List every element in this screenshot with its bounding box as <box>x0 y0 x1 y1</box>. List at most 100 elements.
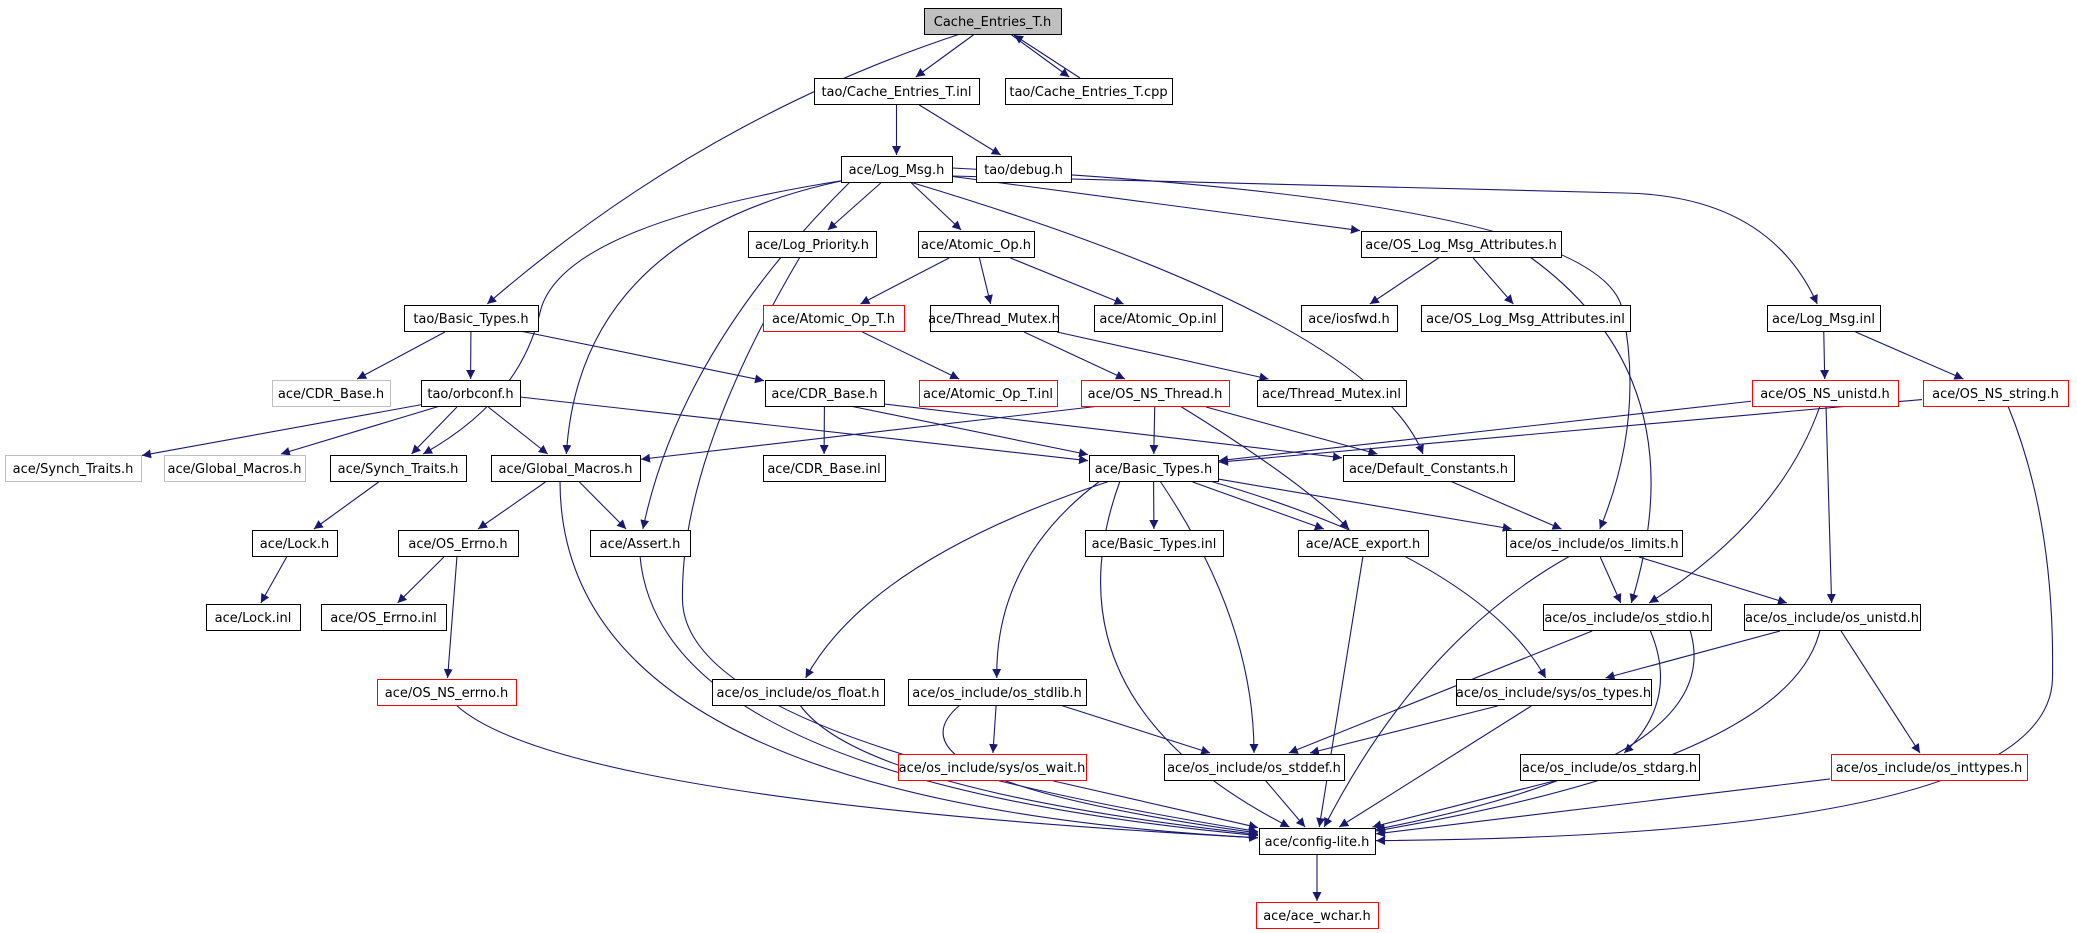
edge-ace_cdr_base_h-to-default_constants_h <box>883 403 1343 462</box>
node-label: ace/os_include/os_float.h <box>716 686 879 701</box>
node-log-msg-inl[interactable]: ace/Log_Msg.inl <box>1767 305 1881 332</box>
node-os-errno-inl[interactable]: ace/OS_Errno.inl <box>321 604 447 631</box>
node-label: ace/Atomic_Op_T.inl <box>923 387 1053 402</box>
node-box <box>1085 530 1224 557</box>
node-os-stdio-h[interactable]: ace/os_include/os_stdio.h <box>1543 604 1712 631</box>
edge-tao_orbconf_h-to-global_macros_h <box>487 406 549 455</box>
edge-synch_traits_h-to-lock_h <box>313 481 380 530</box>
node-lock-h[interactable]: ace/Lock.h <box>252 530 338 557</box>
node-label: ace/OS_Errno.inl <box>330 611 436 626</box>
node-ace-cdr-base-h-gray: ace/CDR_Base.h <box>272 380 391 407</box>
node-label: ace/OS_NS_string.h <box>1932 387 2059 402</box>
node-os-stdarg-h[interactable]: ace/os_include/os_stdarg.h <box>1520 754 1700 781</box>
node-label: ace/ace_wchar.h <box>1263 909 1371 924</box>
edge-log_msg_h-to-os_log_msg_attr_h <box>952 175 1361 234</box>
node-label: ace/Global_Macros.h <box>499 462 633 477</box>
node-atomic-op-inl[interactable]: ace/Atomic_Op.inl <box>1094 305 1223 332</box>
node-log-msg-h[interactable]: ace/Log_Msg.h <box>841 156 953 183</box>
node-os-ns-thread-h[interactable]: ace/OS_NS_Thread.h <box>1081 380 1230 407</box>
node-box <box>321 604 447 631</box>
node-atomic-op-h[interactable]: ace/Atomic_Op.h <box>918 231 1035 258</box>
node-label: ace/Atomic_Op.inl <box>1099 312 1216 327</box>
node-global-macros-h[interactable]: ace/Global_Macros.h <box>491 455 641 482</box>
edge-os_unistd_h-to-sys_os_types_h <box>1605 630 1781 681</box>
node-log-priority-h[interactable]: ace/Log_Priority.h <box>748 231 877 258</box>
edge-tao_orbconf_h-to-synch_traits_h <box>411 406 458 455</box>
node-synch-traits-h[interactable]: ace/Synch_Traits.h <box>330 455 467 482</box>
node-box <box>1081 380 1230 407</box>
node-atomic-op-t-inl[interactable]: ace/Atomic_Op_T.inl <box>919 380 1058 407</box>
node-tao-debug-h[interactable]: tao/debug.h <box>976 156 1072 183</box>
node-os-ns-errno-h[interactable]: ace/OS_NS_errno.h <box>377 679 517 706</box>
node-label: ace/os_include/os_inttypes.h <box>1836 761 2023 776</box>
edge-cache_entries_h-to-cache_entries_inl <box>915 34 974 78</box>
node-label: ace/Log_Priority.h <box>755 238 869 253</box>
node-default-constants-h[interactable]: ace/Default_Constants.h <box>1343 455 1515 482</box>
node-cache-entries-h[interactable]: Cache_Entries_T.h <box>924 8 1062 35</box>
edge-tao_orbconf_h-to-global_macros_gray <box>280 405 441 456</box>
node-iosfwd-h[interactable]: ace/iosfwd.h <box>1301 305 1398 332</box>
edge-global_macros_h-to-os_errno_h <box>477 481 546 530</box>
node-lock-inl[interactable]: ace/Lock.inl <box>206 604 301 631</box>
node-box <box>1831 754 2028 781</box>
node-cdr-base-inl[interactable]: ace/CDR_Base.inl <box>763 455 886 482</box>
node-os-errno-h[interactable]: ace/OS_Errno.h <box>398 530 519 557</box>
node-box <box>1744 604 1921 631</box>
node-sys-os-wait-h[interactable]: ace/os_include/sys/os_wait.h <box>898 754 1087 781</box>
node-tao-basic-types-h[interactable]: tao/Basic_Types.h <box>404 305 539 332</box>
edge-os_ns_thread_h-to-default_constants_h <box>1205 406 1378 456</box>
node-box <box>1520 754 1700 781</box>
edge-thread_mutex_h-to-os_ns_thread_h <box>1023 331 1126 380</box>
node-os-ns-unistd-h[interactable]: ace/OS_NS_unistd.h <box>1752 380 1899 407</box>
edge-atomic_op_t_h-to-atomic_op_t_inl <box>862 331 960 380</box>
node-os-log-msg-attr-inl[interactable]: ace/OS_Log_Msg_Attributes.inl <box>1421 305 1631 332</box>
node-label: ace/Default_Constants.h <box>1349 462 1508 477</box>
node-config-lite-h[interactable]: ace/config-lite.h <box>1259 828 1376 855</box>
node-basic-types-inl[interactable]: ace/Basic_Types.inl <box>1085 530 1224 557</box>
edge-os_ns_unistd_h-to-os_unistd_h <box>1825 405 1836 604</box>
node-cache-entries-inl[interactable]: tao/Cache_Entries_T.inl <box>814 78 980 105</box>
node-box <box>712 679 885 706</box>
node-box <box>924 8 1062 35</box>
node-label: ace/Log_Msg.h <box>849 163 945 178</box>
node-label: ace/CDR_Base.h <box>771 387 877 402</box>
node-label: tao/Basic_Types.h <box>413 312 528 327</box>
edge-os_unistd_h-to-os_inttypes_h <box>1840 630 1921 754</box>
node-os-unistd-h[interactable]: ace/os_include/os_unistd.h <box>1744 604 1921 631</box>
node-tao-orbconf-h[interactable]: tao/orbconf.h <box>421 380 521 407</box>
node-box <box>330 455 467 482</box>
node-atomic-op-t-h[interactable]: ace/Atomic_Op_T.h <box>763 305 905 332</box>
node-box <box>272 380 391 407</box>
node-thread-mutex-inl[interactable]: ace/Thread_Mutex.inl <box>1257 380 1407 407</box>
node-ace-wchar-h[interactable]: ace/ace_wchar.h <box>1256 902 1379 929</box>
edge-os_ns_thread_h-to-ace_basic_types_h <box>1149 406 1159 455</box>
node-label: ace/Thread_Mutex.h <box>928 312 1060 327</box>
node-os-stddef-h[interactable]: ace/os_include/os_stddef.h <box>1164 754 1345 781</box>
node-os-stdlib-h[interactable]: ace/os_include/os_stdlib.h <box>908 679 1087 706</box>
edge-os_errno_h-to-os_ns_errno_h <box>443 556 458 679</box>
node-os-limits-h[interactable]: ace/os_include/os_limits.h <box>1506 530 1683 557</box>
edge-ace_basic_types_h-to-os_stddef_h <box>1159 480 1259 754</box>
node-ace-cdr-base-h[interactable]: ace/CDR_Base.h <box>765 380 885 407</box>
edge-os_ns_thread_h-to-global_macros_h <box>640 405 1101 463</box>
node-thread-mutex-h[interactable]: ace/Thread_Mutex.h <box>928 305 1060 332</box>
edge-ace_basic_types_h-to-ace_export_h <box>1192 481 1325 531</box>
node-sys-os-types-h[interactable]: ace/os_include/sys/os_types.h <box>1456 679 1652 706</box>
node-os-inttypes-h[interactable]: ace/os_include/os_inttypes.h <box>1831 754 2028 781</box>
node-box <box>1752 380 1899 407</box>
node-box <box>252 530 338 557</box>
node-box <box>1456 679 1652 706</box>
node-os-float-h[interactable]: ace/os_include/os_float.h <box>712 679 885 706</box>
node-assert-h[interactable]: ace/Assert.h <box>590 530 691 557</box>
node-label: ace/Basic_Types.h <box>1095 462 1212 477</box>
node-ace-export-h[interactable]: ace/ACE_export.h <box>1298 530 1429 557</box>
node-os-log-msg-attr-h[interactable]: ace/OS_Log_Msg_Attributes.h <box>1361 231 1562 258</box>
node-ace-basic-types-h[interactable]: ace/Basic_Types.h <box>1089 455 1219 482</box>
node-cache-entries-cpp[interactable]: tao/Cache_Entries_T.cpp <box>1005 78 1173 105</box>
node-os-ns-string-h[interactable]: ace/OS_NS_string.h <box>1923 380 2069 407</box>
edge-log_msg_h-to-assert_h <box>640 181 851 530</box>
node-box <box>377 679 517 706</box>
edge-os_stdio_h-to-os_stdarg_h <box>1623 629 1662 754</box>
node-box <box>491 455 641 482</box>
edge-log_msg_inl-to-os_ns_unistd_h <box>1820 331 1830 380</box>
